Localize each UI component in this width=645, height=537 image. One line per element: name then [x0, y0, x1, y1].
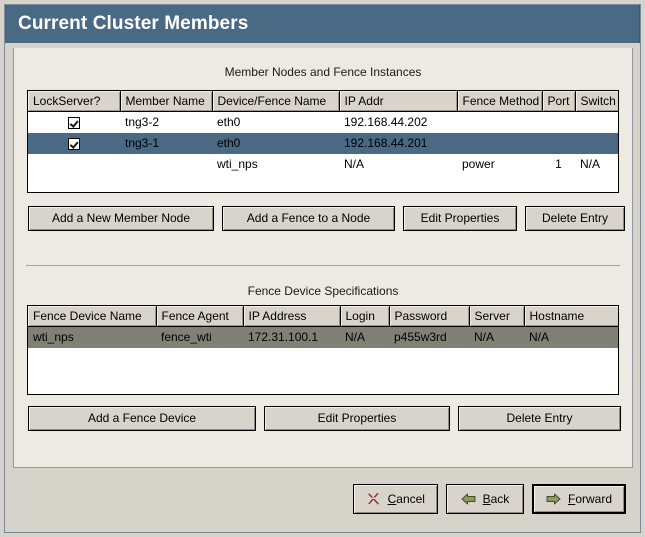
cancel-button[interactable]: Cancel [352, 484, 438, 514]
forward-button-label: Forward [568, 492, 612, 506]
table-row[interactable]: tng3-2 eth0 192.168.44.202 [28, 111, 618, 133]
arrow-left-icon [461, 491, 477, 507]
cell-ip-address: 172.31.100.1 [243, 326, 340, 348]
page-title: Current Cluster Members [18, 13, 249, 34]
cell-port: 1 [542, 153, 575, 175]
back-mnemonic: B [482, 492, 491, 506]
fence-section-caption: Fence Device Specifications [247, 284, 399, 298]
titlebar: Current Cluster Members [5, 5, 640, 43]
col-port[interactable]: Port [542, 91, 576, 112]
fence-table-empty-area[interactable] [28, 347, 618, 394]
forward-mnemonic: F [567, 492, 576, 506]
cell-switch: N/A [575, 153, 618, 175]
cell-device-fence-name: eth0 [212, 111, 339, 133]
cell-server: N/A [469, 326, 524, 348]
cell-ip-addr: 192.168.44.202 [339, 111, 457, 133]
cell-device-fence-name: wti_nps [212, 153, 339, 175]
member-section-buttons: Add a New Member Node Add a Fence to a N… [28, 206, 625, 231]
dialog-footer: Cancel Back Forward [5, 470, 640, 532]
content-panel: Member Nodes and Fence Instances [13, 48, 633, 468]
checkbox-checked-icon[interactable] [68, 117, 80, 130]
table-row[interactable]: tng3-1 eth0 192.168.44.201 [28, 132, 618, 154]
add-new-member-node-button[interactable]: Add a New Member Node [28, 206, 214, 231]
member-delete-entry-button[interactable]: Delete Entry [525, 206, 625, 231]
cell-member-name [120, 153, 212, 175]
col-hostname[interactable]: Hostname [524, 306, 618, 327]
back-rest: ack [490, 492, 510, 506]
footer-buttons: Cancel Back Forward [352, 484, 626, 514]
fence-delete-entry-button[interactable]: Delete Entry [458, 406, 621, 431]
cell-switch [575, 111, 618, 133]
member-edit-properties-button[interactable]: Edit Properties [403, 206, 517, 231]
add-fence-device-button[interactable]: Add a Fence Device [28, 406, 256, 431]
add-fence-to-node-button[interactable]: Add a Fence to a Node [222, 206, 395, 231]
checkbox-checked-icon[interactable] [68, 137, 80, 150]
fence-edit-properties-button[interactable]: Edit Properties [264, 406, 450, 431]
cell-ip-addr: N/A [339, 153, 457, 175]
cancel-x-icon [366, 491, 382, 507]
col-login[interactable]: Login [340, 306, 390, 327]
cell-login: N/A [340, 326, 389, 348]
forward-rest: orward [575, 492, 612, 506]
back-button[interactable]: Back [445, 484, 524, 514]
cell-fence-agent: fence_wti [156, 326, 243, 348]
col-device-fence-name[interactable]: Device/Fence Name [212, 91, 340, 112]
fence-table-header-row: Fence Device Name Fence Agent IP Address… [28, 306, 618, 327]
cell-switch [575, 132, 618, 154]
cell-password: p455w3rd [389, 326, 469, 348]
arrow-right-icon [546, 491, 562, 507]
cell-member-name: tng3-1 [120, 132, 212, 154]
member-section-caption: Member Nodes and Fence Instances [224, 65, 422, 79]
lockserver-checkbox-cell [28, 153, 120, 175]
forward-button[interactable]: Forward [531, 484, 626, 514]
member-table-header-row: LockServer? Member Name Device/Fence Nam… [28, 91, 618, 112]
back-button-label: Back [483, 492, 510, 506]
fence-section-buttons: Add a Fence Device Edit Properties Delet… [28, 406, 621, 431]
cell-device-fence-name: eth0 [212, 132, 339, 154]
cancel-button-label: Cancel [388, 492, 425, 506]
col-ip-address[interactable]: IP Address [243, 306, 341, 327]
cancel-rest: ancel [396, 492, 425, 506]
col-server[interactable]: Server [469, 306, 525, 327]
table-row[interactable]: wti_nps N/A power 1 N/A [28, 153, 618, 175]
cell-fence-method: power [457, 153, 542, 175]
table-row[interactable]: wti_nps fence_wti 172.31.100.1 N/A p455w… [28, 326, 618, 348]
section-divider [26, 265, 620, 266]
col-fence-method[interactable]: Fence Method [457, 91, 543, 112]
cancel-mnemonic: C [387, 492, 397, 506]
lockserver-checkbox-cell[interactable] [28, 111, 120, 133]
col-password[interactable]: Password [389, 306, 470, 327]
cell-port [542, 111, 575, 133]
cell-port [542, 132, 575, 154]
cell-member-name: tng3-2 [120, 111, 212, 133]
col-lockserver[interactable]: LockServer? [28, 91, 121, 112]
cell-fence-method [457, 132, 542, 154]
lockserver-checkbox-cell[interactable] [28, 132, 120, 154]
cell-fence-device-name: wti_nps [28, 326, 156, 348]
cell-fence-method [457, 111, 542, 133]
fence-devices-table[interactable]: Fence Device Name Fence Agent IP Address… [27, 305, 619, 395]
col-fence-agent[interactable]: Fence Agent [156, 306, 244, 327]
cell-ip-addr: 192.168.44.201 [339, 132, 457, 154]
col-fence-device-name[interactable]: Fence Device Name [28, 306, 157, 327]
col-switch[interactable]: Switch [575, 91, 618, 112]
cell-hostname: N/A [524, 326, 618, 348]
member-nodes-table[interactable]: LockServer? Member Name Device/Fence Nam… [27, 90, 619, 193]
col-member-name[interactable]: Member Name [120, 91, 213, 112]
col-ip-addr[interactable]: IP Addr [339, 91, 458, 112]
